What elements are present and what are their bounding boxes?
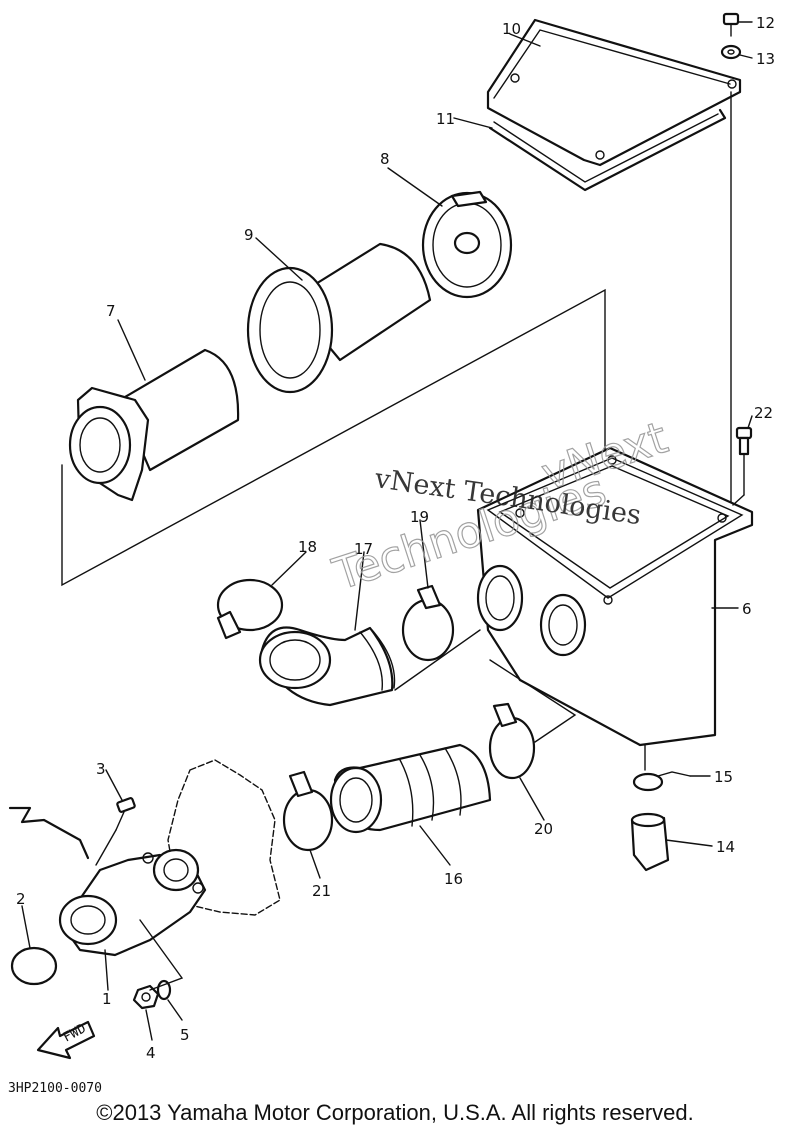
part-16-joint <box>329 743 492 834</box>
callout-14: 14 <box>716 838 735 856</box>
callout-5: 5 <box>180 1026 190 1044</box>
part-1-carburetor-joint <box>58 848 207 957</box>
callout-21: 21 <box>312 882 331 900</box>
part-10-cover <box>486 18 742 167</box>
part-11-gasket <box>488 108 727 192</box>
part-21-clamp <box>282 770 334 852</box>
callout-20: 20 <box>534 820 553 838</box>
leader-filter-assembly <box>61 288 606 601</box>
callout-22: 22 <box>754 404 773 422</box>
bracket-wire <box>8 806 90 860</box>
copyright-notice: ©2013 Yamaha Motor Corporation, U.S.A. A… <box>96 1100 694 1125</box>
part-15-clip <box>632 771 691 792</box>
leader-lines <box>21 21 753 1041</box>
part-19-clamp <box>401 584 455 662</box>
callout-18: 18 <box>298 538 317 556</box>
part-9-filter-element <box>246 242 432 394</box>
callout-2: 2 <box>16 890 26 908</box>
callout-4: 4 <box>146 1044 156 1062</box>
part-18-clamp <box>216 578 284 640</box>
diagram-code: 3HP2100-0070 <box>8 1081 102 1096</box>
part-22-bolt <box>732 426 753 506</box>
callout-1: 1 <box>102 990 112 1008</box>
callout-12: 12 <box>756 14 775 32</box>
part-4-nut <box>132 984 160 1010</box>
part-3-screw <box>95 797 136 866</box>
part-5-washer <box>156 979 172 1001</box>
callout-3: 3 <box>96 760 106 778</box>
carburetor-outline <box>167 759 281 916</box>
part-13-washer <box>720 44 742 60</box>
leader-box-outlet <box>489 659 577 743</box>
callout-13: 13 <box>756 50 775 68</box>
callout-10: 10 <box>502 20 521 38</box>
callout-labels: 10 11 12 13 8 9 7 6 22 18 17 19 15 14 20… <box>16 14 775 1062</box>
part-6-air-box <box>476 446 754 771</box>
callout-8: 8 <box>380 150 390 168</box>
callout-15: 15 <box>714 768 733 786</box>
part-2-o-ring <box>10 946 58 986</box>
callout-17: 17 <box>354 540 373 558</box>
leader-joint-box <box>394 629 481 691</box>
part-8-end-cap <box>421 190 513 299</box>
part-17-joint <box>258 626 396 707</box>
part-14-check-hose <box>630 812 670 872</box>
part-7-filter-guide <box>68 348 240 502</box>
callout-16: 16 <box>444 870 463 888</box>
part-20-clamp <box>488 702 536 780</box>
callout-6: 6 <box>742 600 752 618</box>
callout-9: 9 <box>244 226 254 244</box>
leader-nut <box>139 919 184 991</box>
fwd-arrow-icon: FWD <box>36 1020 96 1060</box>
callout-7: 7 <box>106 302 116 320</box>
part-12-bolt <box>722 12 740 37</box>
callout-19: 19 <box>410 508 429 526</box>
callout-11: 11 <box>436 110 455 128</box>
